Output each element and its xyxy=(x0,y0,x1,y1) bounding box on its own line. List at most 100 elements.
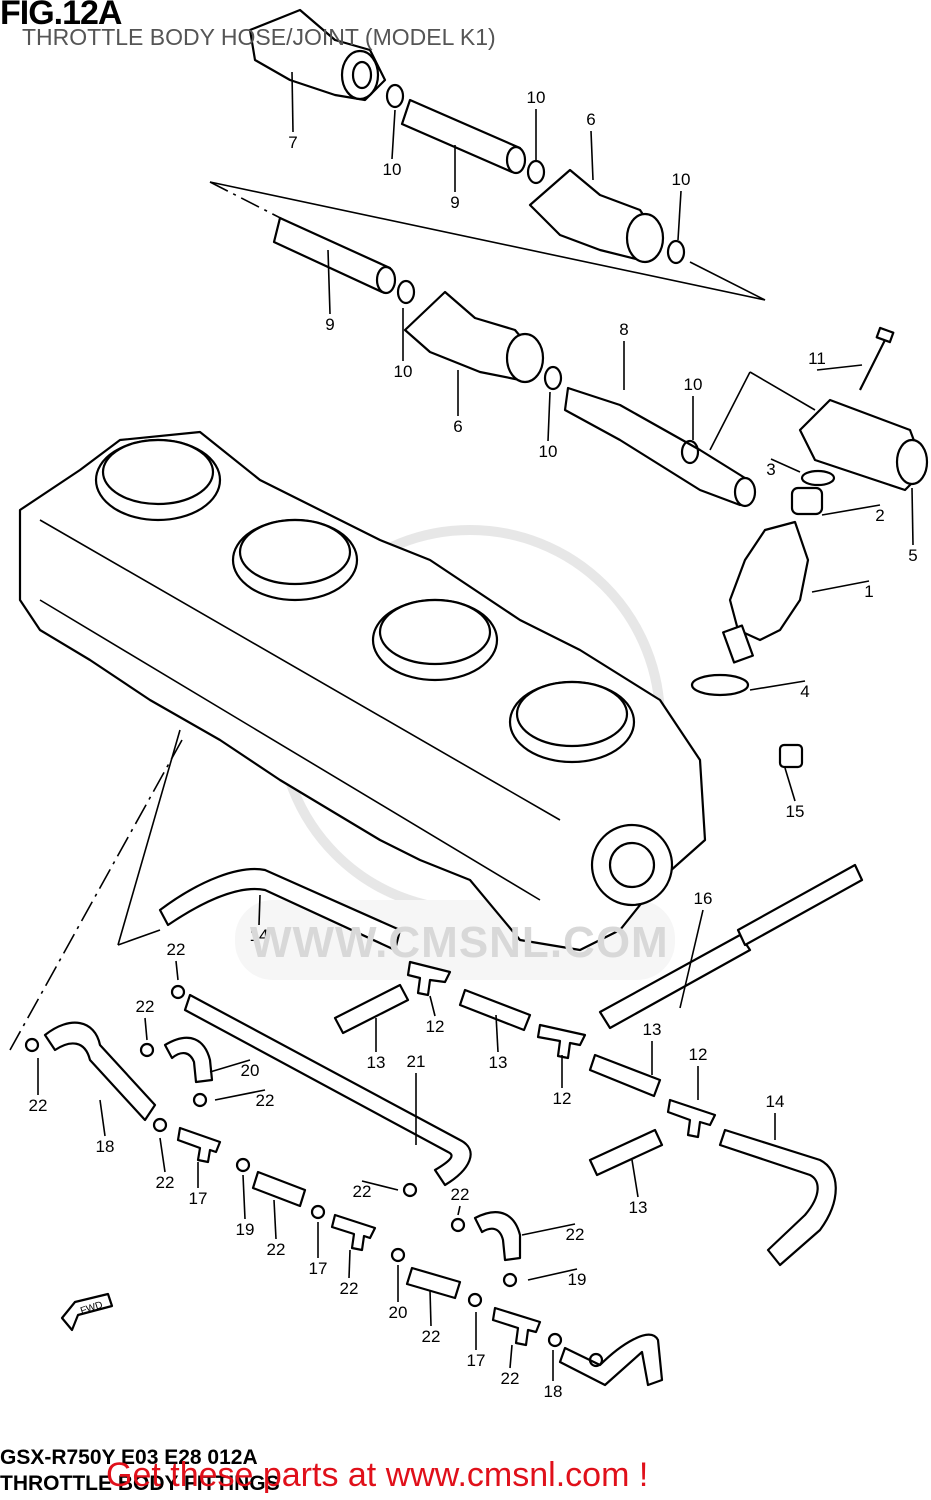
callout-labels: 7109106109106810101132514151614222222202… xyxy=(29,88,918,1401)
leader-line xyxy=(209,1059,251,1073)
callout-20: 20 xyxy=(389,1303,408,1322)
o-ring-10f xyxy=(680,439,700,465)
callout-10: 10 xyxy=(394,362,413,381)
leader-line xyxy=(547,391,551,442)
leader-line xyxy=(242,1174,246,1220)
leader-line xyxy=(144,1017,148,1041)
cap-15 xyxy=(778,743,804,769)
hose-13d xyxy=(588,1128,664,1177)
elbow-20a xyxy=(163,1036,214,1084)
leader-line xyxy=(258,894,261,926)
callout-14: 14 xyxy=(250,926,269,945)
callout-11: 11 xyxy=(808,349,826,368)
cap-2 xyxy=(790,486,824,516)
hose-19a xyxy=(251,1170,307,1208)
leader-line xyxy=(770,458,801,473)
callout-12: 12 xyxy=(426,1017,445,1036)
hose-14a xyxy=(158,868,402,952)
throttle-body-assembly xyxy=(18,430,707,952)
callout-19: 19 xyxy=(236,1220,255,1239)
pipe-8 xyxy=(563,386,757,508)
callout-5: 5 xyxy=(908,546,917,565)
hose-14b xyxy=(718,1128,837,1267)
callout-10: 10 xyxy=(539,442,558,461)
hose-13b xyxy=(458,988,532,1032)
callout-22: 22 xyxy=(451,1185,470,1204)
leader-line xyxy=(631,1159,639,1198)
o-ring-10b xyxy=(526,159,546,185)
leader-line xyxy=(391,109,396,160)
clamps-22 xyxy=(24,984,604,1368)
callout-22: 22 xyxy=(136,997,155,1016)
o-ring-3 xyxy=(800,469,836,487)
elbow-20b xyxy=(473,1211,522,1262)
leader-line xyxy=(429,1289,432,1327)
callout-13: 13 xyxy=(489,1053,508,1072)
pipe-9a xyxy=(400,98,527,175)
hose-21 xyxy=(183,993,472,1187)
hose-18b xyxy=(558,1333,664,1387)
leader-line xyxy=(749,680,806,691)
callout-13: 13 xyxy=(629,1198,648,1217)
callout-22: 22 xyxy=(29,1096,48,1115)
callout-9: 9 xyxy=(450,193,459,212)
joint-5 xyxy=(798,398,929,492)
callout-14: 14 xyxy=(766,1092,785,1111)
hose-13c xyxy=(588,1053,662,1098)
leader-line xyxy=(429,995,436,1017)
cta-link[interactable]: Get these parts at www.cmsnl.com ! xyxy=(106,1456,649,1494)
watermark-text: WWW.CMSNL.COM xyxy=(250,918,669,967)
hose-18a xyxy=(43,1021,157,1122)
callout-18: 18 xyxy=(96,1137,115,1156)
injector-1 xyxy=(722,520,810,664)
callout-8: 8 xyxy=(619,320,628,339)
leader-line xyxy=(159,1137,166,1173)
leader-line xyxy=(821,504,881,516)
leader-line xyxy=(495,1014,499,1053)
leader-line xyxy=(590,130,594,181)
callout-22: 22 xyxy=(156,1173,175,1192)
callout-2: 2 xyxy=(875,506,884,525)
leader-line xyxy=(348,1249,351,1279)
callout-10: 10 xyxy=(684,375,703,394)
leader-lines xyxy=(37,71,914,1381)
leader-line xyxy=(273,1199,277,1240)
footer-model-code: GSX-R750Y E03 E28 012A xyxy=(0,1446,258,1469)
callout-17: 17 xyxy=(467,1351,486,1370)
joint-6b xyxy=(403,290,545,384)
seal-4 xyxy=(690,673,750,697)
guide-lines xyxy=(9,181,816,1051)
joint-17c xyxy=(491,1306,542,1347)
leader-line xyxy=(509,1344,513,1369)
joint-12a xyxy=(406,960,452,997)
leader-line xyxy=(327,249,331,315)
leader-line xyxy=(679,909,704,1009)
joint-17a xyxy=(176,1126,222,1164)
figure-number: FIG.12A xyxy=(0,0,122,32)
callout-1: 1 xyxy=(864,582,873,601)
callout-13: 13 xyxy=(367,1053,386,1072)
leader-line xyxy=(784,767,796,802)
callout-17: 17 xyxy=(189,1189,208,1208)
joint-17b xyxy=(330,1213,377,1252)
callout-4: 4 xyxy=(800,682,809,701)
callout-7: 7 xyxy=(288,133,297,152)
callout-22: 22 xyxy=(353,1182,372,1201)
callout-10: 10 xyxy=(672,170,691,189)
callout-16: 16 xyxy=(694,889,713,908)
callout-22: 22 xyxy=(566,1225,585,1244)
callout-17: 17 xyxy=(309,1259,328,1278)
figure-subtitle: THROTTLE BODY HOSE/JOINT (MODEL K1) xyxy=(22,24,496,50)
leader-line xyxy=(521,1223,576,1236)
callout-15: 15 xyxy=(786,802,805,821)
leader-line xyxy=(911,487,914,546)
footer-figure-name: THROTTLE BODY FITTINGS xyxy=(0,1472,280,1495)
callout-19: 19 xyxy=(568,1270,587,1289)
leader-line xyxy=(677,190,682,241)
callout-3: 3 xyxy=(766,460,775,479)
leader-line xyxy=(214,1089,266,1101)
hose-19b xyxy=(405,1266,462,1300)
callout-6: 6 xyxy=(453,417,462,436)
callout-10: 10 xyxy=(383,160,402,179)
